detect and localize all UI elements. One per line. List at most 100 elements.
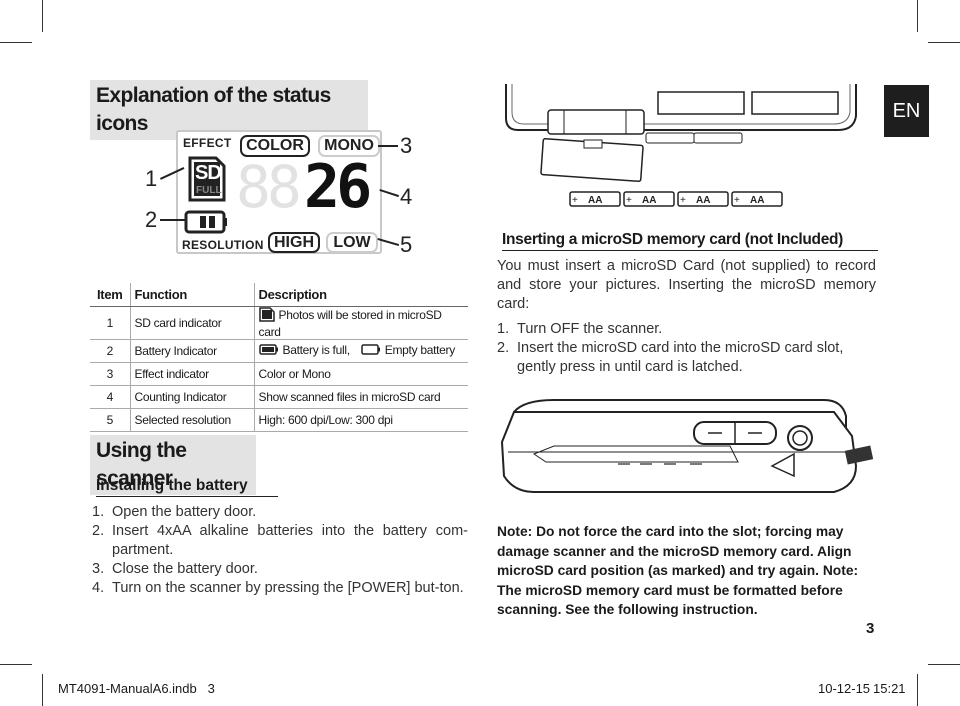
scanner-illustration	[494, 396, 878, 504]
table-cell-function: Battery Indicator	[130, 339, 255, 363]
battery-compartment-illustration: + + + + AA AA AA AA	[498, 80, 874, 216]
table-cell-function: Effect indicator	[130, 362, 255, 386]
footer-time: 15:21	[873, 681, 906, 696]
list-item: 2. Insert the microSD card into the micro…	[497, 339, 876, 377]
description-text: Empty battery	[384, 343, 455, 358]
callout-2: 2	[145, 207, 158, 232]
description-text: Battery is full,	[282, 343, 351, 358]
microsd-steps: 1. Turn OFF the scanner. 2. Insert the mic…	[497, 320, 876, 377]
step-text: Close the battery door.	[112, 561, 258, 577]
crop-mark	[928, 42, 960, 43]
step-number: 2.	[497, 340, 510, 356]
svg-text:+: +	[572, 195, 578, 206]
lcd-dim-digits: 88	[236, 153, 302, 221]
table-cell-description: High: 600 dpi/Low: 300 dpi	[254, 408, 468, 432]
full-label: FULL	[196, 185, 222, 196]
step-text: Turn on the scanner by pressing the [POW…	[112, 580, 464, 596]
battery-full-icon	[258, 344, 279, 358]
footer-date: 10-12-15	[818, 681, 871, 696]
table-header-item: Item	[90, 283, 131, 307]
table-cell-function: Selected resolution	[130, 408, 255, 432]
callout-1: 1	[145, 166, 158, 191]
step-text: Insert 4xAA alkaline batteries into the …	[112, 523, 468, 558]
status-table: Item Function Description 1 SD card indi…	[90, 283, 468, 432]
battery-subtitle: Installing the battery	[96, 477, 278, 497]
svg-text:+: +	[626, 195, 632, 206]
step-number: 2.	[92, 523, 105, 539]
step-text: Open the battery door.	[112, 504, 257, 520]
table-cell-description: Color or Mono	[254, 362, 468, 386]
description-text: Photos will be stored in microSD card	[258, 307, 442, 339]
lcd-resolution-label: RESOLUTION	[182, 238, 264, 252]
sd-label: SD	[195, 162, 222, 184]
table-cell-item: 4	[90, 385, 131, 409]
battery-cell-label: AA	[750, 195, 764, 206]
table-cell-item: 2	[90, 339, 131, 363]
table-header-function: Function	[130, 283, 255, 307]
step-number: 4.	[92, 580, 105, 596]
using-section-title: Using the scanner	[90, 435, 256, 495]
table-cell-description: Photos will be stored in microSD card	[254, 306, 468, 340]
lcd-effect-label: EFFECT	[183, 136, 232, 150]
callout-line-3	[378, 145, 398, 147]
list-item: 4. Turn on the scanner by pressing the [P…	[92, 579, 468, 598]
list-item: 1. Turn OFF the scanner.	[497, 320, 876, 339]
table-cell-item: 1	[90, 306, 131, 340]
step-number: 1.	[497, 321, 510, 337]
lcd-color-pill: COLOR	[240, 135, 310, 157]
battery-empty-icon	[361, 344, 381, 358]
step-number: 3.	[92, 561, 105, 577]
table-cell-description: Show scanned files in microSD card	[254, 385, 468, 409]
crop-mark	[42, 0, 43, 32]
step-text: Turn OFF the scanner.	[517, 321, 663, 337]
battery-cell-label: AA	[642, 195, 656, 206]
svg-text:+: +	[734, 195, 740, 206]
callout-5: 5	[400, 232, 413, 257]
table-cell-item: 5	[90, 408, 131, 432]
sd-icon: SD FULL	[186, 156, 228, 202]
callout-3: 3	[400, 133, 413, 158]
battery-steps: 1. Open the battery door. 2. Insert 4xAA a…	[92, 503, 468, 598]
table-cell-item: 3	[90, 362, 131, 386]
callout-line-4	[379, 189, 400, 197]
lcd-mono-pill: MONO	[318, 135, 380, 157]
crop-mark	[0, 664, 32, 665]
battery-cell-label: AA	[696, 195, 710, 206]
table-row: 5 Selected resolution High: 600 dpi/Low:…	[90, 408, 468, 432]
lcd-count-digits: 26	[304, 152, 372, 222]
svg-text:+: +	[680, 195, 686, 206]
lcd-diagram: EFFECT COLOR MONO SD FULL 88 26 RESOLUTI…	[176, 130, 382, 254]
lcd-low-pill: LOW	[326, 232, 378, 253]
step-number: 1.	[92, 504, 105, 520]
crop-mark	[42, 674, 43, 706]
lcd-high-pill: HIGH	[268, 232, 320, 253]
language-tab: EN	[884, 85, 929, 137]
table-row: 2 Battery Indicator Battery is full, Emp…	[90, 339, 468, 363]
table-cell-function: Counting Indicator	[130, 385, 255, 409]
callout-line-2	[160, 219, 186, 221]
microsd-subtitle: Inserting a microSD memory card (not Inc…	[502, 231, 878, 251]
page-number: 3	[866, 620, 875, 637]
sd-icon	[258, 306, 275, 325]
table-header-description: Description	[254, 283, 468, 307]
warning-note: Note: Do not force the card into the slo…	[497, 524, 859, 618]
crop-mark	[0, 42, 32, 43]
crop-mark	[928, 664, 960, 665]
list-item: 1. Open the battery door.	[92, 503, 468, 522]
microsd-intro: You must insert a microSD Card (not supp…	[497, 258, 876, 312]
footer-filename: MT4091-ManualA6.indb 3	[58, 681, 215, 696]
crop-mark	[917, 0, 918, 32]
table-row: 4 Counting Indicator Show scanned files …	[90, 385, 468, 409]
list-item: 3. Close the battery door.	[92, 560, 468, 579]
table-header-row: Item Function Description	[90, 283, 468, 307]
battery-icon	[184, 210, 228, 239]
table-row: 1 SD card indicator Photos will be store…	[90, 306, 468, 340]
table-cell-description: Battery is full, Empty battery	[254, 339, 468, 363]
step-text: Insert the microSD card into the microSD…	[517, 340, 844, 375]
list-item: 2. Insert 4xAA alkaline batteries into th…	[92, 522, 468, 560]
table-row: 3 Effect indicator Color or Mono	[90, 362, 468, 386]
battery-cell-label: AA	[588, 195, 602, 206]
callout-4: 4	[400, 184, 413, 209]
crop-mark	[917, 674, 918, 706]
table-cell-function: SD card indicator	[130, 306, 255, 340]
